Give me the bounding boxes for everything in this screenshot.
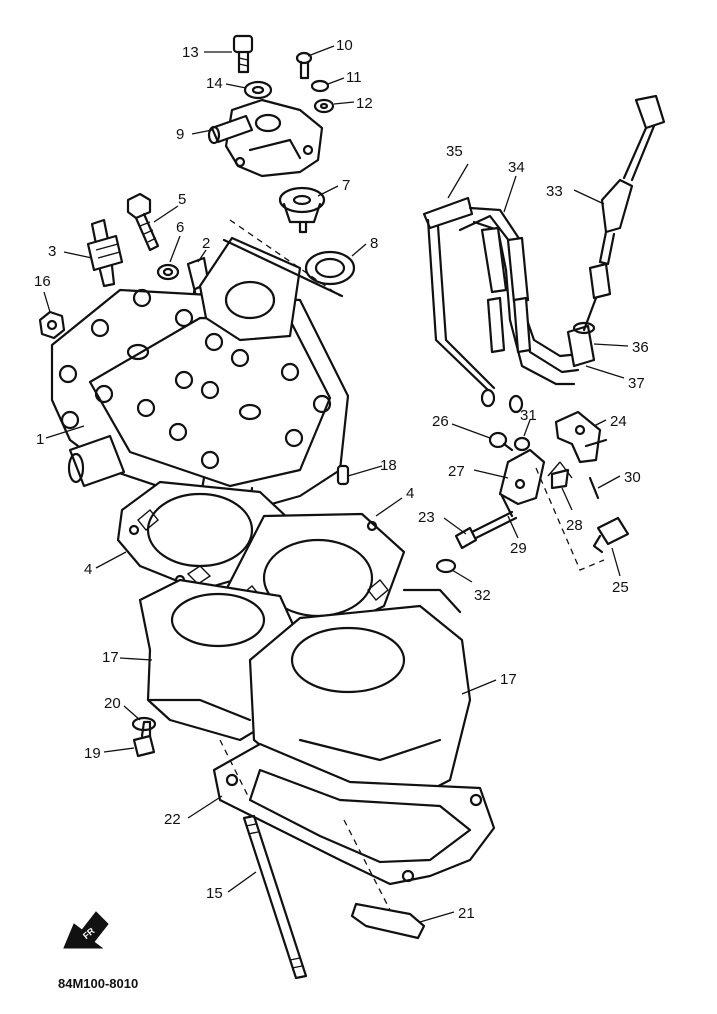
callout-29: 29	[510, 540, 527, 557]
spring-28	[547, 461, 573, 490]
callout-25: 25	[612, 579, 629, 596]
callout-8: 8	[370, 235, 378, 252]
callout-4: 4	[406, 485, 414, 502]
bracket-24	[554, 410, 608, 464]
washer-12	[313, 98, 335, 114]
callout-35: 35	[446, 143, 463, 160]
callout-26: 26	[432, 413, 449, 430]
gasket-8	[304, 250, 356, 286]
callout-24: 24	[610, 413, 627, 430]
cylinder-head	[50, 236, 350, 512]
stud-bolt	[242, 814, 308, 980]
callout-27: 27	[448, 463, 465, 480]
base-gasket	[212, 742, 496, 886]
callout-6: 6	[176, 219, 184, 236]
callout-28: 28	[566, 517, 583, 534]
callout-19: 19	[84, 745, 101, 762]
plunger-36	[566, 321, 596, 368]
cable-33	[582, 94, 666, 332]
lever-27	[498, 448, 546, 506]
callout-23: 23	[418, 509, 435, 526]
callouts: 1 2 3 4 4 5 6 7 8 9 10 11 12 13 14 15 16…	[34, 37, 649, 922]
callout-4: 4	[84, 561, 92, 578]
cable-assembly	[422, 196, 582, 414]
thermostat	[278, 186, 326, 234]
dowel-pin	[336, 464, 350, 486]
callout-11: 11	[346, 69, 362, 86]
washer-32	[435, 558, 457, 574]
callout-15: 15	[206, 885, 223, 902]
callout-18: 18	[380, 457, 397, 474]
leader-lines	[43, 45, 629, 923]
callout-30: 30	[624, 469, 641, 486]
washer-6	[156, 263, 180, 281]
washer-14	[243, 80, 273, 100]
callout-12: 12	[356, 95, 373, 112]
callout-1: 1	[36, 431, 44, 448]
nut-16	[38, 310, 66, 340]
callout-13: 13	[182, 44, 199, 61]
callout-17: 17	[102, 649, 119, 666]
callout-34: 34	[508, 159, 525, 176]
head-bolt-holes	[58, 288, 332, 470]
callout-3: 3	[48, 243, 56, 260]
callout-16: 16	[34, 273, 51, 290]
callout-37: 37	[628, 375, 645, 392]
callout-32: 32	[474, 587, 491, 604]
bolt-10	[295, 51, 313, 80]
callout-31: 31	[520, 407, 537, 424]
bolt-19	[132, 720, 156, 758]
callout-22: 22	[164, 811, 181, 828]
valve-23	[454, 510, 518, 550]
front-arrow-icon: FR	[63, 911, 109, 949]
callout-14: 14	[206, 75, 223, 92]
callout-7: 7	[342, 177, 350, 194]
callout-21: 21	[458, 905, 475, 922]
spark-plug	[86, 218, 124, 288]
screw-26	[488, 431, 514, 452]
callout-33: 33	[546, 183, 563, 200]
sensor-25	[592, 516, 630, 554]
callout-10: 10	[336, 37, 353, 54]
callout-20: 20	[104, 695, 121, 712]
diagram-code: 84M100-8010	[58, 976, 138, 991]
callout-17: 17	[500, 671, 517, 688]
plate-21	[350, 902, 426, 940]
thermostat-cover	[207, 98, 324, 178]
screw-31	[513, 436, 531, 452]
bolt-13	[232, 34, 254, 74]
callout-2: 2	[202, 235, 210, 252]
assembly-lines	[219, 219, 605, 911]
callout-5: 5	[178, 191, 186, 208]
clip-30	[588, 476, 600, 500]
callout-9: 9	[176, 126, 184, 143]
bolt-5	[126, 192, 160, 252]
callout-36: 36	[632, 339, 649, 356]
washer-11	[310, 79, 330, 93]
